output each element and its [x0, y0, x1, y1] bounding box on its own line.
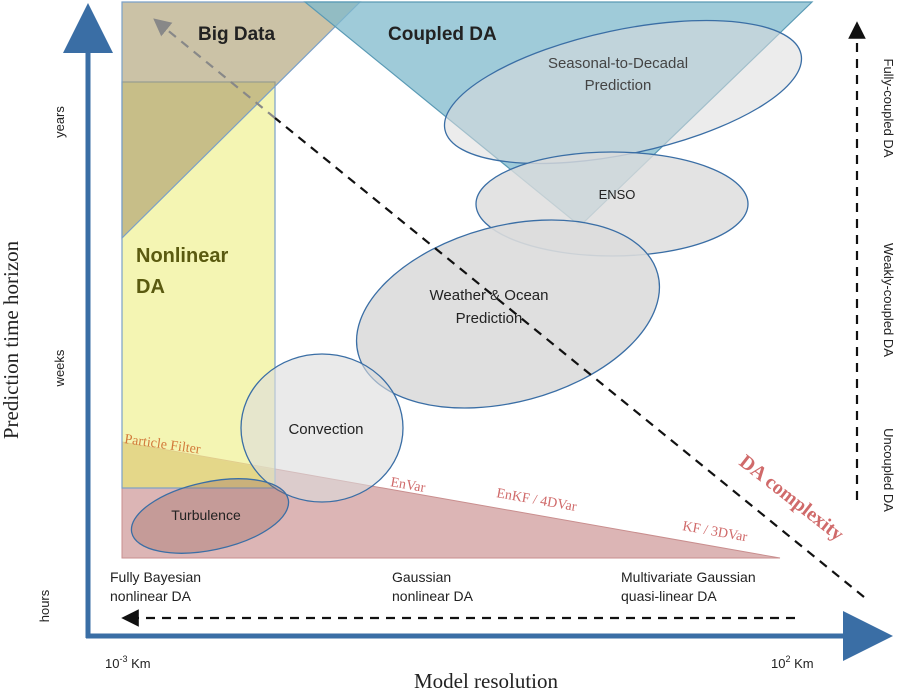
turbulence-label: Turbulence [171, 507, 241, 523]
big-data-label: Big Data [198, 24, 276, 45]
x-tick-right-exp: 2 [785, 654, 790, 664]
seasonal-label-line2: Prediction [585, 77, 652, 94]
x-tick-left-unit: Km [127, 656, 150, 671]
y-tick-weeks: weeks [52, 349, 67, 387]
x-tick-left: 10-3 Km [105, 654, 151, 671]
x-tick-right-unit: Km [790, 656, 813, 671]
kf-label: KF / 3DVar [681, 519, 748, 545]
turbulence-ellipse [130, 478, 290, 554]
da-complexity-label: DA complexity [735, 451, 848, 546]
y-tick-hours: hours [37, 589, 52, 622]
enso-label: ENSO [599, 187, 636, 202]
x-cat-mid-line1: Gaussian [392, 569, 451, 585]
x-axis-label: Model resolution [414, 669, 559, 690]
y-axis-label: Prediction time horizon [0, 240, 23, 439]
weather-ocean-ellipse [355, 219, 661, 409]
right-cat-weakly-coupled: Weakly-coupled DA [881, 243, 896, 357]
da-complexity-dashed-line [274, 117, 865, 598]
weather-label-line1: Weather & Ocean [430, 287, 549, 304]
da-complexity-arrow-tip [153, 18, 276, 119]
envar-label: EnVar [389, 475, 426, 496]
x-cat-left-line1: Fully Bayesian [110, 569, 201, 585]
x-cat-right-line1: Multivariate Gaussian [621, 569, 756, 585]
nonlinear-da-label-line1: Nonlinear [136, 245, 228, 267]
convection-ellipse [240, 353, 404, 503]
x-cat-left-line2: nonlinear DA [110, 588, 192, 604]
convection-label: Convection [288, 421, 363, 438]
x-cat-right-line2: quasi-linear DA [621, 588, 717, 604]
seasonal-label-line1: Seasonal-to-Decadal [548, 55, 688, 72]
x-tick-right-base: 10 [771, 656, 785, 671]
x-tick-right: 102 Km [771, 654, 814, 671]
x-tick-left-exp: -3 [119, 654, 127, 664]
nonlinear-da-label-line2: DA [136, 276, 165, 298]
coupled-da-label: Coupled DA [388, 24, 497, 45]
right-cat-uncoupled: Uncoupled DA [881, 428, 896, 512]
big-data-region [121, 1, 362, 240]
right-cat-fully-coupled: Fully-coupled DA [881, 59, 896, 158]
y-tick-years: years [52, 106, 67, 138]
x-tick-left-base: 10 [105, 656, 119, 671]
weather-label-line2: Prediction [456, 310, 523, 327]
x-cat-mid-line2: nonlinear DA [392, 588, 474, 604]
